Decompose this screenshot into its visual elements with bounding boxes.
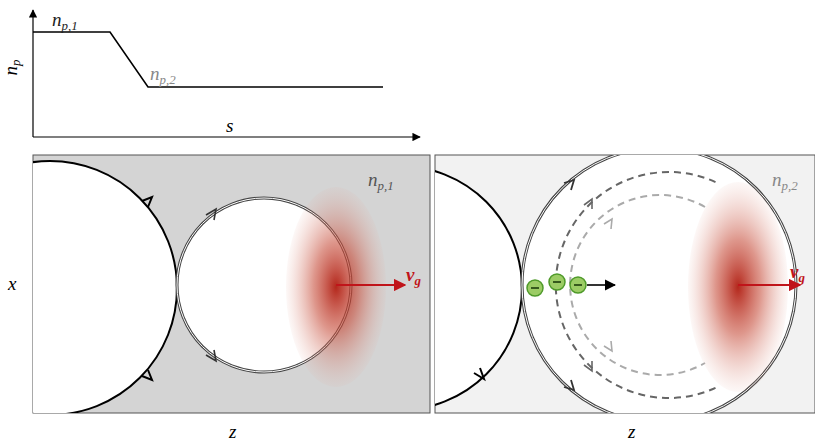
axis-label: np — [1, 59, 24, 75]
velocity-label: vg — [790, 262, 805, 285]
density-level-label: np,1 — [52, 10, 78, 33]
axis-label: x — [8, 274, 16, 293]
axis-label: s — [226, 116, 233, 135]
density-plot — [33, 10, 420, 137]
right-panel — [278, 148, 815, 422]
density-level-label: np,2 — [150, 64, 176, 87]
left-panel — [0, 155, 430, 415]
density-label: np,2 — [772, 170, 798, 193]
density-label: np,1 — [368, 170, 394, 193]
axis-label: z — [229, 422, 236, 441]
axis-label: z — [628, 422, 635, 441]
velocity-label: vg — [406, 265, 421, 288]
electron-symbols — [527, 274, 586, 296]
